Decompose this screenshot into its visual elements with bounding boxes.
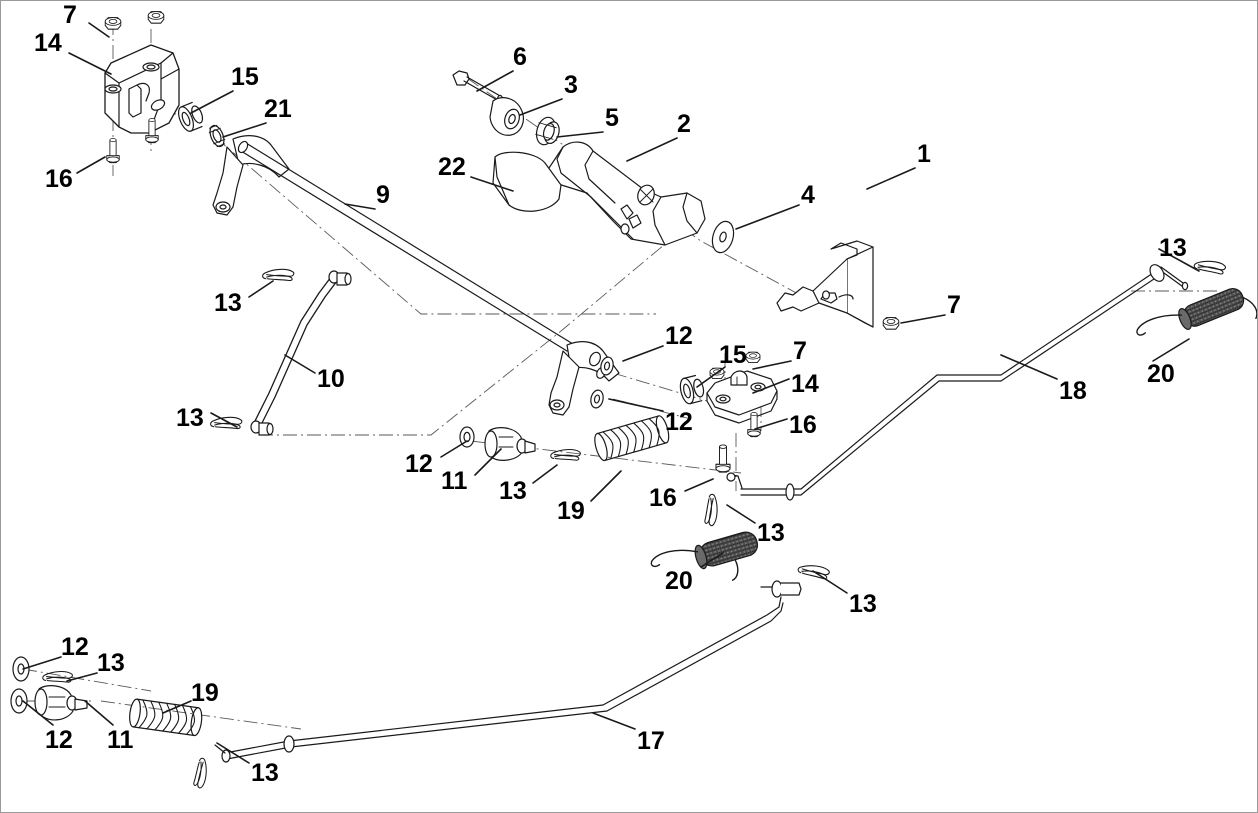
leader-line-21 [222, 122, 267, 138]
leader-line-1 [866, 167, 916, 190]
callout-label-13: 13 [251, 759, 279, 787]
callout-label-12: 12 [405, 450, 433, 478]
leader-line-11 [84, 700, 114, 726]
leader-line-15 [696, 366, 726, 388]
leader-line-18 [1000, 354, 1058, 380]
callout-label-15: 15 [231, 63, 259, 91]
leader-line-12 [622, 345, 664, 362]
leader-line-13 [66, 672, 98, 682]
leader-line-12 [608, 398, 664, 412]
callout-label-7: 7 [63, 1, 77, 29]
callout-label-10: 10 [317, 365, 345, 393]
callout-label-9: 9 [376, 181, 390, 209]
callout-label-16: 16 [649, 484, 677, 512]
leader-line-12 [22, 700, 54, 726]
callout-label-11: 11 [441, 467, 468, 495]
callout-label-16: 16 [45, 165, 73, 193]
leader-line-7 [900, 314, 946, 324]
callout-label-2: 2 [677, 110, 691, 138]
callout-label-14: 14 [791, 370, 819, 398]
callout-label-18: 18 [1059, 377, 1087, 405]
callout-label-5: 5 [605, 104, 619, 132]
callout-label-17: 17 [637, 727, 665, 755]
callout-label-13: 13 [1159, 234, 1187, 262]
callout-label-12: 12 [665, 408, 693, 436]
callout-label-3: 3 [564, 71, 578, 99]
leader-line-14 [752, 378, 790, 394]
callout-label-12: 12 [61, 633, 89, 661]
leader-line-13 [248, 280, 274, 298]
callout-label-22: 22 [438, 153, 466, 181]
leader-line-7 [752, 360, 792, 370]
callout-label-13: 13 [757, 519, 785, 547]
leader-line-13 [210, 412, 238, 428]
callout-label-19: 19 [557, 497, 585, 525]
callout-label-20: 20 [1147, 360, 1175, 388]
callout-label-21: 21 [264, 95, 292, 123]
leader-line-16 [684, 478, 714, 492]
callout-label-13: 13 [499, 477, 527, 505]
leader-line-13 [532, 464, 558, 484]
callout-label-13: 13 [176, 404, 204, 432]
leader-line-15 [190, 90, 234, 114]
leader-line-17 [592, 712, 636, 730]
leader-line-13 [726, 504, 756, 524]
leader-line-14 [68, 52, 112, 75]
leader-line-6 [476, 70, 514, 92]
leader-line-19 [162, 700, 192, 714]
leader-line-7 [88, 22, 110, 38]
leader-line-13 [216, 742, 250, 764]
callout-label-16: 16 [789, 411, 817, 439]
leader-line-16 [754, 418, 788, 430]
leader-line-2 [626, 137, 678, 162]
callout-label-20: 20 [665, 567, 693, 595]
callout-label-13: 13 [97, 649, 125, 677]
leader-line-12 [440, 440, 468, 458]
leader-line-11 [474, 448, 502, 476]
leader-line-5 [556, 131, 604, 138]
callout-label-15: 15 [719, 341, 747, 369]
callout-label-13: 13 [849, 590, 877, 618]
leader-line-20 [1152, 338, 1190, 362]
callout-label-13: 13 [214, 289, 242, 317]
callout-label-14: 14 [34, 29, 62, 57]
callout-label-19: 19 [191, 679, 219, 707]
callout-label-4: 4 [801, 181, 815, 209]
leader-line-16 [76, 156, 106, 174]
leader-line-12 [22, 656, 62, 670]
leader-line-20 [700, 552, 724, 568]
callout-label-12: 12 [45, 726, 73, 754]
callout-label-7: 7 [947, 291, 961, 319]
callout-label-12: 12 [665, 322, 693, 350]
leader-line-13 [1158, 248, 1200, 272]
callout-label-11: 11 [107, 726, 134, 754]
leader-line-9 [344, 203, 376, 210]
callout-label-6: 6 [513, 43, 527, 71]
leader-line-10 [284, 354, 316, 374]
leader-line-13 [812, 570, 848, 594]
callout-label-7: 7 [793, 337, 807, 365]
leader-line-19 [590, 470, 622, 502]
leader-line-3 [519, 98, 563, 116]
leader-line-4 [735, 204, 800, 230]
leader-line-22 [470, 176, 514, 192]
callout-label-1: 1 [917, 140, 931, 168]
